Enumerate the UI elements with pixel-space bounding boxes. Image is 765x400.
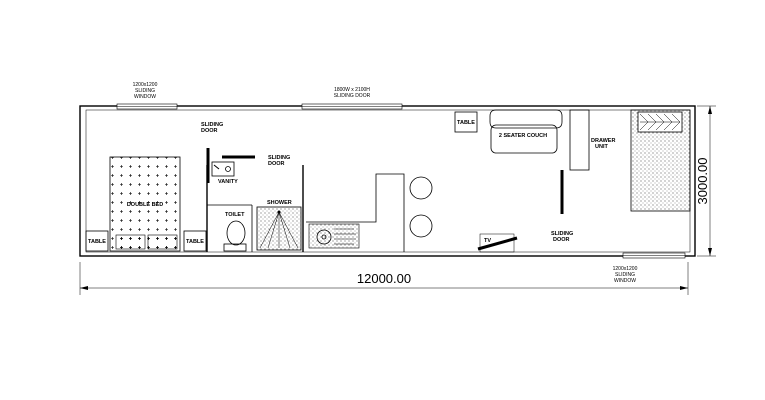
label-window-top-left-l3: WINDOW [134, 94, 156, 100]
label-sliding-door-left-l1: SLIDING [201, 122, 223, 128]
double-bed [109, 156, 181, 252]
label-table-left: TABLE [88, 239, 106, 245]
kitchen-bench [306, 173, 405, 252]
bed-right [630, 109, 691, 212]
stool-1 [409, 176, 433, 200]
label-table-mid: TABLE [186, 239, 204, 245]
drawer-unit [569, 109, 590, 171]
label-sliding-door-right-l2: DOOR [553, 237, 570, 243]
label-toilet: TOILET [225, 212, 245, 218]
shower [256, 206, 302, 251]
couch [489, 109, 563, 154]
label-window-bottom-right-l3: WINDOW [614, 278, 636, 284]
table-mid [183, 230, 207, 252]
dimension-width-label: 3000.00 [695, 158, 710, 205]
label-tv: TV [484, 238, 491, 244]
table-top [454, 111, 478, 133]
toilet [223, 220, 247, 252]
label-vanity: VANITY [218, 179, 238, 185]
label-sliding-door-shower-l2: DOOR [268, 161, 285, 167]
label-door-top-center-l2: SLIDING DOOR [334, 93, 371, 99]
label-double-bed: DOUBLE BED [127, 202, 163, 208]
table-left [85, 230, 109, 252]
label-window-top-left-l2: SLIDING [135, 88, 155, 94]
label-sliding-door-shower-l1: SLIDING [268, 155, 290, 161]
door-top-center [301, 103, 403, 110]
label-drawer-l2: UNIT [595, 144, 608, 150]
dimension-width [697, 105, 716, 257]
label-sliding-door-left-l2: DOOR [201, 128, 218, 134]
label-couch: 2 SEATER COUCH [499, 133, 547, 139]
label-drawer-l1: DRAWER [591, 138, 615, 144]
dimension-length-label: 12000.00 [357, 271, 411, 286]
stool-2 [409, 214, 433, 238]
window-top-left [116, 103, 178, 110]
dimension-length [79, 262, 689, 295]
label-window-bottom-right-size: 1200x1200 [613, 266, 638, 272]
vanity [211, 161, 235, 177]
tv [477, 233, 518, 253]
label-door-top-center-size: 1800W x 2100H [334, 87, 370, 93]
label-table-top: TABLE [457, 120, 475, 126]
label-window-top-left-size: 1200x1200 [133, 82, 158, 88]
label-sliding-door-right-l1: SLIDING [551, 231, 573, 237]
window-bottom-right [622, 252, 686, 259]
label-window-bottom-right-l2: SLIDING [615, 272, 635, 278]
label-shower: SHOWER [267, 200, 292, 206]
